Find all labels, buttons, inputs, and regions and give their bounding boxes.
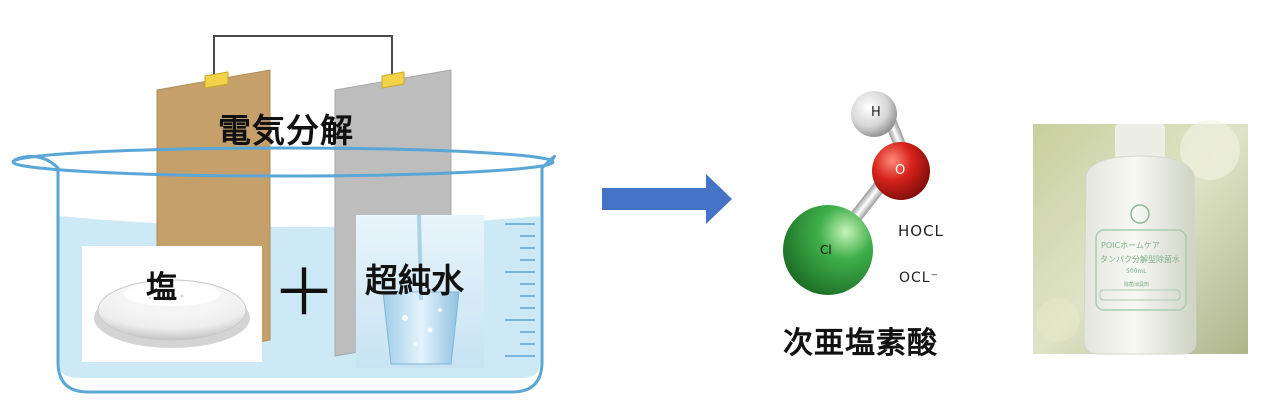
hydrogen-atom xyxy=(851,91,897,137)
clip-left xyxy=(204,71,229,89)
formula-hocl: HOCL xyxy=(898,222,944,240)
hypochlorous-acid-label: 次亜塩素酸 xyxy=(783,326,938,361)
product-line-2: タンパク分解型除菌水 xyxy=(1100,255,1180,264)
beaker-graduations xyxy=(505,223,535,357)
oxygen-label: O xyxy=(895,163,906,178)
product-line-4: 除菌消臭剤 xyxy=(1124,282,1150,288)
electrolysis-label: 電気分解 xyxy=(218,111,354,150)
beaker-rim xyxy=(11,146,555,178)
salt-photo xyxy=(82,246,262,362)
hydrogen-label: H xyxy=(871,105,881,120)
wire xyxy=(213,35,393,76)
product-line-1: POICホームケア xyxy=(1101,241,1160,250)
beaker xyxy=(13,154,556,394)
product-photo xyxy=(1033,120,1248,355)
hocl-molecule xyxy=(783,91,930,295)
formula-ocl: OCL⁻ xyxy=(899,270,939,286)
chlorine-label: Cl xyxy=(820,243,832,257)
oxygen-atom xyxy=(872,142,930,200)
water-glass-photo xyxy=(356,214,484,368)
plus-sign: ＋ xyxy=(272,257,336,331)
salt-label: 塩 xyxy=(146,270,177,306)
arrow-right xyxy=(602,174,732,224)
ultrapure-water-label: 超純水 xyxy=(365,261,464,300)
product-line-3: 500mL xyxy=(1126,268,1147,275)
chlorine-atom xyxy=(783,205,873,295)
clip-right xyxy=(381,71,405,89)
